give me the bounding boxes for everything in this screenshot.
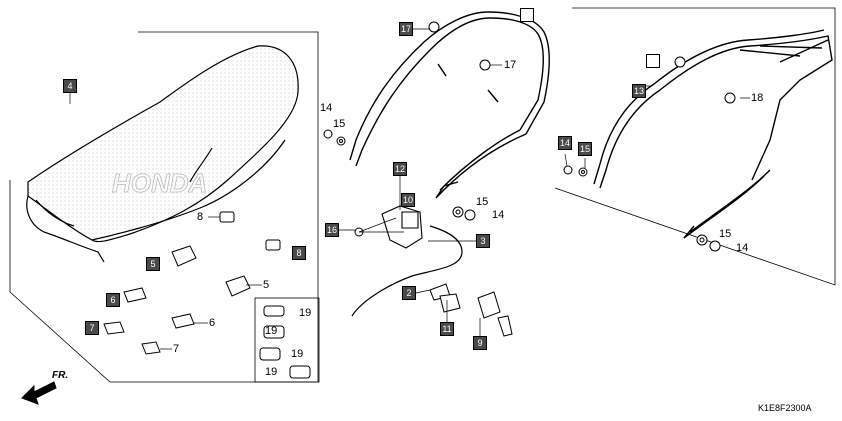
diagram-code: K1E8F2300A — [758, 403, 812, 413]
label-15-a: 15 — [333, 118, 346, 130]
callout-3: 3 — [476, 234, 490, 248]
callout-empty-rail — [520, 8, 534, 22]
callout-16: 16 — [325, 223, 339, 237]
seat-part — [26, 45, 299, 263]
label-15-b: 15 — [476, 196, 489, 208]
callout-9: 9 — [473, 336, 487, 350]
label-19-d: 19 — [265, 366, 278, 378]
rubber-group-border — [254, 297, 320, 383]
label-5: 5 — [263, 279, 270, 291]
seat-cable-part — [351, 225, 463, 317]
callout-7: 7 — [85, 321, 99, 335]
callout-12: 12 — [393, 162, 407, 176]
rubber-cushions — [259, 305, 311, 379]
label-19-c: 19 — [291, 348, 304, 360]
label-14-c: 14 — [736, 242, 749, 254]
label-18: 18 — [751, 92, 764, 104]
callout-10: 10 — [401, 193, 415, 207]
seat-bushings — [103, 211, 281, 355]
callout-4: 4 — [63, 79, 77, 93]
honda-watermark-shape: HONDA — [112, 168, 207, 198]
carrier-group-border — [554, 7, 836, 286]
label-19-b: 19 — [265, 325, 278, 337]
callout-15: 15 — [578, 142, 592, 156]
seat-lock-part — [429, 283, 513, 337]
callout-13: 13 — [632, 84, 646, 98]
label-6: 6 — [209, 317, 216, 329]
label-17: 17 — [504, 59, 517, 71]
seat-latch-part — [381, 205, 423, 249]
callout-6: 6 — [106, 293, 120, 307]
callout-11: 11 — [440, 322, 454, 336]
label-19-a: 19 — [299, 307, 312, 319]
rear-carrier-part — [593, 29, 833, 239]
label-15-c: 15 — [719, 228, 732, 240]
label-8: 8 — [197, 211, 204, 223]
direction-label: FR. — [52, 370, 69, 381]
fr-arrow-icon — [21, 381, 57, 405]
callout-17: 17 — [399, 22, 413, 36]
label-7: 7 — [173, 343, 180, 355]
callout-5: 5 — [146, 257, 160, 271]
label-14-b: 14 — [492, 209, 505, 221]
callout-14: 14 — [558, 136, 572, 150]
callout-8: 8 — [292, 246, 306, 260]
label-14-a: 14 — [320, 102, 333, 114]
grab-rail-part — [349, 11, 550, 199]
seat-group-border — [9, 31, 319, 383]
callout-2: 2 — [402, 286, 416, 300]
callout-empty-carrier — [646, 54, 660, 68]
